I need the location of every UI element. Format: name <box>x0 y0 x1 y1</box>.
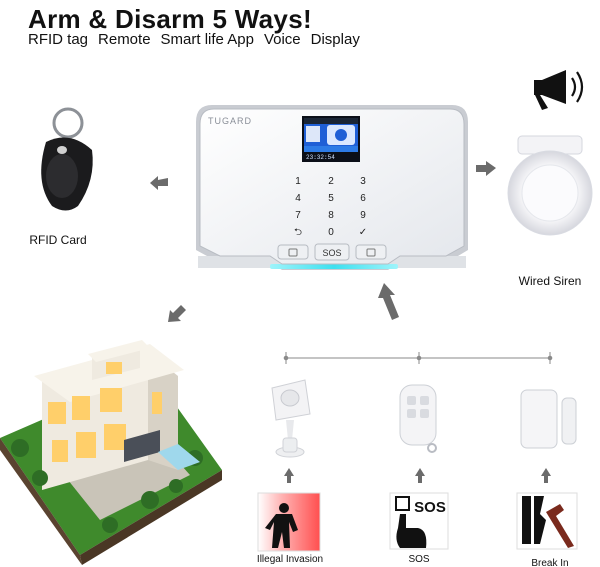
method-voice: Voice <box>263 31 301 48</box>
sos-button-label: SOS <box>322 248 341 258</box>
remote-icon <box>399 384 437 453</box>
key-0[interactable]: 0 <box>328 227 334 238</box>
key-7[interactable]: 7 <box>295 210 301 221</box>
arrow-sos <box>415 468 425 483</box>
key-2[interactable]: 2 <box>328 176 334 187</box>
rfid-keyfob-icon <box>41 107 93 211</box>
key-1[interactable]: 1 <box>295 176 301 187</box>
arrow-to-house <box>168 305 186 322</box>
method-list: RFID tag Remote Smart life App Voice Dis… <box>28 31 360 48</box>
arrow-to-siren <box>476 161 496 176</box>
lock-icon <box>288 248 298 257</box>
pir-sensor-icon <box>271 379 311 458</box>
key-5[interactable]: 5 <box>328 193 334 204</box>
key-3[interactable]: 3 <box>360 176 366 187</box>
keypad[interactable]: 1 2 3 4 5 6 7 8 9 ⮌ 0 ✓ <box>294 176 367 238</box>
break-in-label: Break In <box>531 558 568 567</box>
arm-button[interactable] <box>277 244 309 260</box>
method-remote: Remote <box>98 31 151 48</box>
arrow-pir <box>284 468 294 483</box>
door-sensor-icon <box>520 389 577 449</box>
siren-icon <box>507 135 593 236</box>
key-confirm[interactable]: ✓ <box>359 227 367 238</box>
megaphone-icon <box>534 70 584 110</box>
unlock-icon <box>366 248 376 257</box>
status-light-bar <box>270 264 398 269</box>
sos-label: SOS <box>408 554 429 565</box>
house-illustration <box>0 340 222 565</box>
key-8[interactable]: 8 <box>328 210 334 221</box>
arrow-to-rfid <box>150 176 168 190</box>
arrow-from-sensors <box>378 283 399 320</box>
key-4[interactable]: 4 <box>295 193 301 204</box>
page-title: Arm & Disarm 5 Ways! <box>28 4 312 34</box>
sensor-connector <box>283 352 553 364</box>
display-screen[interactable]: 23:32:54 <box>302 116 360 162</box>
method-display: Display <box>310 31 360 48</box>
connection-arrows <box>150 161 551 483</box>
disarm-button[interactable] <box>355 244 387 260</box>
illegal-invasion-label: Illegal Invasion <box>257 554 323 565</box>
wired-siren-label: Wired Siren <box>519 274 582 288</box>
arrow-door <box>541 468 551 483</box>
break-in-icon <box>516 492 578 550</box>
key-back[interactable]: ⮌ <box>294 227 302 238</box>
screen-time: 23:32:54 <box>306 154 335 161</box>
key-9[interactable]: 9 <box>360 210 366 221</box>
key-6[interactable]: 6 <box>360 193 366 204</box>
intruder-icon <box>257 492 321 552</box>
rfid-card-label: RFID Card <box>29 233 86 247</box>
brand-logo: TUGARD <box>208 116 252 126</box>
alarm-panel: TUGARD 23:32:54 1 2 3 4 5 6 7 8 9 ⮌ 0 ✓ <box>196 105 468 270</box>
sos-button[interactable]: SOS <box>314 243 350 261</box>
lit-window <box>48 362 162 462</box>
method-rfid: RFID tag <box>28 31 89 48</box>
sos-sign-text: SOS <box>414 499 446 516</box>
sos-hand-icon: SOS <box>389 492 449 550</box>
method-app: Smart life App <box>160 31 254 48</box>
